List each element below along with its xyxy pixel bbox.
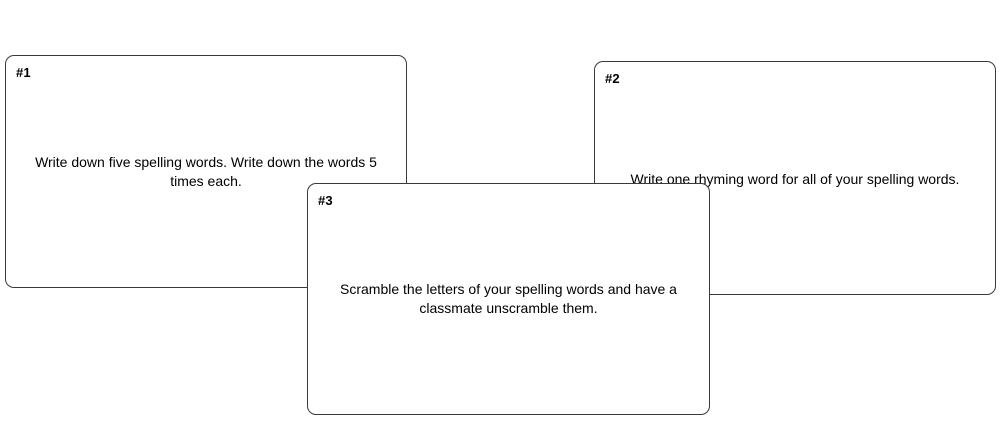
task-card-3: #3 Scramble the letters of your spelling… — [307, 183, 710, 415]
card-number-label: #3 — [318, 193, 333, 208]
card-instruction-text: Write down five spelling words. Write do… — [35, 153, 377, 189]
card-instruction-text: Write one rhyming word for all of your s… — [630, 170, 960, 187]
card-instruction-text: Scramble the letters of your spelling wo… — [340, 281, 677, 316]
card-number-label: #2 — [605, 71, 620, 86]
card-number-label: #1 — [16, 65, 31, 80]
task-card-1: #1 Write down five spelling words. Write… — [5, 55, 407, 288]
